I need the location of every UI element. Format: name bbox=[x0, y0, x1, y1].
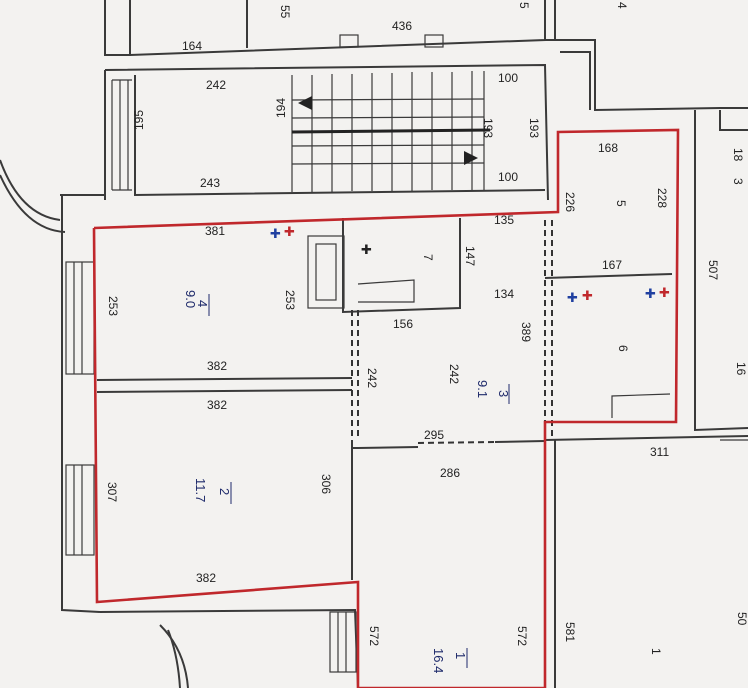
dimension-label: 228 bbox=[655, 188, 669, 208]
hot-water-marker-icon: ✚ bbox=[284, 225, 295, 240]
room-number: 2 bbox=[217, 488, 232, 495]
dimension-label: 1 bbox=[649, 648, 663, 655]
dimension-label: 311 bbox=[650, 445, 669, 459]
stair-arrow-up-icon bbox=[298, 96, 312, 110]
room-area: 16.4 bbox=[431, 648, 446, 673]
room-4-label: 4 9.0 bbox=[183, 290, 210, 316]
dimension-label: 6 bbox=[616, 345, 630, 352]
dimension-label: 194 bbox=[274, 98, 288, 118]
dimension-label: 167 bbox=[602, 258, 622, 272]
room-2-label: 2 11.7 bbox=[193, 478, 232, 504]
dimension-label: 243 bbox=[200, 176, 220, 190]
dimension-label: 5 bbox=[517, 2, 531, 9]
dimension-label: 382 bbox=[207, 359, 227, 373]
dimension-label: 307 bbox=[105, 482, 119, 502]
dimension-label: 389 bbox=[519, 322, 533, 342]
drain-marker-icon: ✚ bbox=[361, 243, 372, 258]
dimension-label: 286 bbox=[440, 466, 460, 480]
dimension-label: 50 bbox=[735, 612, 748, 626]
dimension-label: 193 bbox=[481, 118, 495, 138]
dimension-label: 253 bbox=[283, 290, 297, 310]
dimension-label: 4 bbox=[615, 2, 629, 9]
dimension-label: 242 bbox=[206, 78, 226, 92]
dimension-label: 193 bbox=[527, 118, 541, 138]
room-number: 3 bbox=[496, 390, 511, 397]
dimension-label: 507 bbox=[706, 260, 720, 280]
dimension-label: 381 bbox=[205, 224, 225, 238]
dimension-label: 226 bbox=[563, 192, 577, 212]
cold-water-marker-icon: ✚ bbox=[270, 227, 281, 242]
dimension-label: 168 bbox=[598, 141, 618, 155]
dimension-labels: 55 436 164 242 100 195 194 193 193 243 1… bbox=[105, 2, 748, 655]
plumbing-markers: ✚ ✚ ✚ ✚ ✚ ✚ ✚ bbox=[270, 225, 670, 306]
room-number: 1 bbox=[453, 652, 468, 659]
dimension-label: 436 bbox=[392, 19, 412, 33]
dimension-label: 306 bbox=[319, 474, 333, 494]
room-area: 9.1 bbox=[475, 380, 490, 398]
cold-water-marker-icon: ✚ bbox=[567, 291, 578, 306]
dimension-label: 156 bbox=[393, 317, 413, 331]
hot-water-marker-icon: ✚ bbox=[659, 286, 670, 301]
dimension-label: 581 bbox=[563, 622, 577, 642]
dimension-label: 295 bbox=[424, 428, 444, 442]
room-labels: 4 9.0 3 9.1 2 11.7 1 16.4 bbox=[183, 290, 511, 673]
dimension-label: 242 bbox=[447, 364, 461, 384]
apartment-outline bbox=[92, 128, 680, 688]
dimension-label: 382 bbox=[207, 398, 227, 412]
stair-arrow-down-icon bbox=[464, 151, 478, 165]
dimension-label: 382 bbox=[196, 571, 216, 585]
dimension-label: 242 bbox=[365, 368, 379, 388]
room-1-label: 1 16.4 bbox=[431, 648, 468, 673]
room-3-label: 3 9.1 bbox=[475, 380, 511, 404]
room-area: 9.0 bbox=[183, 290, 198, 308]
dimension-label: 55 bbox=[278, 5, 292, 19]
dimension-label: 7 bbox=[421, 254, 435, 261]
dimension-label: 16 bbox=[734, 362, 748, 376]
dimension-label: 147 bbox=[463, 246, 477, 266]
dimension-label: 100 bbox=[498, 71, 518, 85]
dimension-label: 134 bbox=[494, 287, 514, 301]
dimension-label: 572 bbox=[515, 626, 529, 646]
room-number: 4 bbox=[195, 300, 210, 307]
dimension-label: 164 bbox=[182, 39, 202, 53]
dimension-label: 3 bbox=[731, 178, 745, 185]
dimension-label: 572 bbox=[367, 626, 381, 646]
room-area: 11.7 bbox=[193, 478, 208, 502]
hot-water-marker-icon: ✚ bbox=[582, 289, 593, 304]
dimension-label: 5 bbox=[614, 200, 628, 207]
dimension-label: 100 bbox=[498, 170, 518, 184]
dimension-label: 135 bbox=[494, 213, 514, 227]
cold-water-marker-icon: ✚ bbox=[645, 287, 656, 302]
dimension-label: 18 bbox=[731, 148, 745, 162]
dimension-label: 253 bbox=[106, 296, 120, 316]
dimension-label: 195 bbox=[132, 110, 146, 130]
